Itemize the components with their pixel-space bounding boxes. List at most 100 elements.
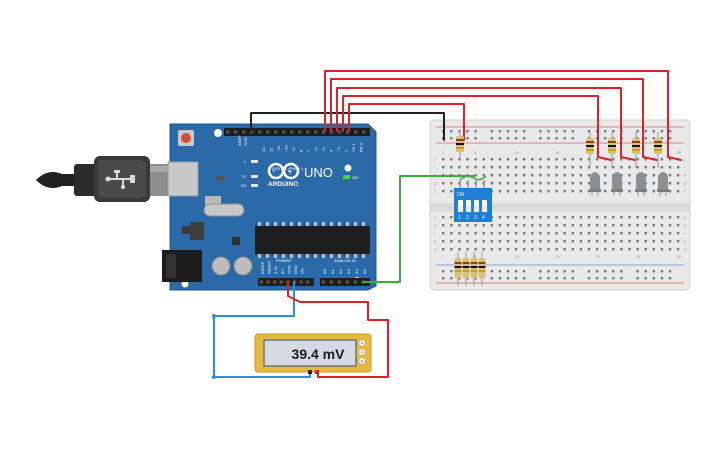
header-pin[interactable] [362,130,365,134]
power-jack [162,250,202,282]
svg-text:+: + [288,169,292,176]
header-pin[interactable] [354,130,357,134]
led[interactable] [611,172,623,196]
header-pin[interactable] [279,280,283,284]
header-pin[interactable] [322,280,325,284]
header-pin[interactable] [330,130,333,134]
reset-button[interactable] [178,130,194,146]
analog-wire[interactable] [362,175,475,283]
header-pin[interactable] [266,280,270,284]
probe-terminal-com[interactable] [308,370,312,374]
analog-pin-label: A5 [362,268,367,274]
header-pin[interactable] [346,280,349,284]
svg-text:L: L [244,159,247,164]
resistor[interactable] [478,252,486,286]
header-pin[interactable] [338,280,341,284]
header-pin[interactable] [290,130,293,134]
header-pin[interactable] [354,280,357,284]
led[interactable] [589,172,601,196]
led[interactable] [635,172,647,196]
breadboard-row-letter: h [684,174,686,178]
infinity-logo-icon [267,162,300,180]
header-pin[interactable] [298,130,301,134]
resistor[interactable] [470,252,478,286]
usb-jack [167,161,199,197]
usb-cable[interactable] [36,156,172,202]
header-pin[interactable] [330,280,333,284]
resistor[interactable] [608,132,616,168]
header-pin[interactable] [258,130,261,134]
header-pin[interactable] [338,130,341,134]
probe-terminal-positive[interactable] [315,370,319,374]
probe-wire-blue[interactable] [213,281,311,378]
header-pin[interactable] [282,130,285,134]
header-pin[interactable] [242,130,245,134]
header-pin[interactable] [322,130,325,134]
breadboard-row-letter: c [434,232,436,236]
dip-position-1: 1 [458,215,461,221]
mode-v-button[interactable]: V [358,348,366,356]
dip-toggle-knob[interactable] [465,205,472,213]
mode-ohm-button[interactable]: Ω [358,357,366,365]
resistor[interactable] [654,132,662,168]
header-pin[interactable] [250,130,253,134]
svg-text:Ω: Ω [361,360,364,364]
header-pin[interactable] [273,280,277,284]
header-pin[interactable] [346,130,349,134]
signal-wire-4[interactable] [342,95,599,158]
breadboard-row-letter: b [434,240,436,244]
svg-text:TX: TX [241,174,246,179]
power-pin-label: IOREF [260,261,265,274]
resistor[interactable] [586,132,594,168]
dip-toggle-knob[interactable] [473,205,480,213]
breadboard-column-number: 15 [555,255,559,259]
dip-toggle-knob[interactable] [457,205,464,213]
mode-a-button[interactable]: A [358,339,366,347]
dip-on-label: ON [457,192,465,198]
breadboard-column-number: 25 [636,255,640,259]
header-pin[interactable] [234,130,237,134]
signal-wire-5[interactable] [348,103,465,141]
dip-toggle-knob[interactable] [481,205,488,213]
header-pin[interactable] [306,130,309,134]
jumper-wire[interactable] [642,156,658,161]
analog-pin-label: A2 [338,268,343,274]
multimeter[interactable]: 39.4 mV A V Ω [254,333,372,374]
digital-pin-label: 8 [299,149,304,152]
header-pin[interactable] [314,130,317,134]
mounting-hole [344,164,352,172]
signal-wire-3[interactable] [336,87,622,158]
header-pin[interactable] [266,130,269,134]
dip-switch[interactable]: ON 1 2 3 4 [454,188,492,222]
jumper-wire[interactable] [620,156,636,161]
jumper-wire[interactable] [597,156,612,161]
resistor[interactable] [454,252,462,286]
wires[interactable] [213,70,682,378]
header-pin[interactable] [274,130,277,134]
power-header[interactable] [258,278,314,286]
smd-component [232,237,240,245]
resistor[interactable] [462,252,470,286]
jumper-wire[interactable] [667,156,682,161]
resistor[interactable] [632,132,640,168]
digital-pin-label: ~9 [291,147,296,152]
resistor-top[interactable] [456,130,464,158]
power-pin-label: Vin [300,268,305,274]
header-pin[interactable] [299,280,303,284]
digital-header[interactable] [224,128,370,136]
header-pin[interactable] [260,280,263,284]
signal-wire-1[interactable] [324,70,669,158]
smd-component [182,226,192,234]
power-pin-label: GND [293,265,298,274]
led[interactable] [657,172,669,196]
header-pin[interactable] [306,280,310,284]
dip-switch-pins [459,180,485,188]
signal-wire-2[interactable] [330,78,644,158]
breadboard[interactable]: 115510101515202025253030jjiihhggffeeddcc… [429,119,691,291]
gnd-wire[interactable] [250,112,445,141]
green-jumper [459,175,487,181]
probe-wire-red[interactable] [287,281,389,378]
header-pin[interactable] [226,130,229,134]
